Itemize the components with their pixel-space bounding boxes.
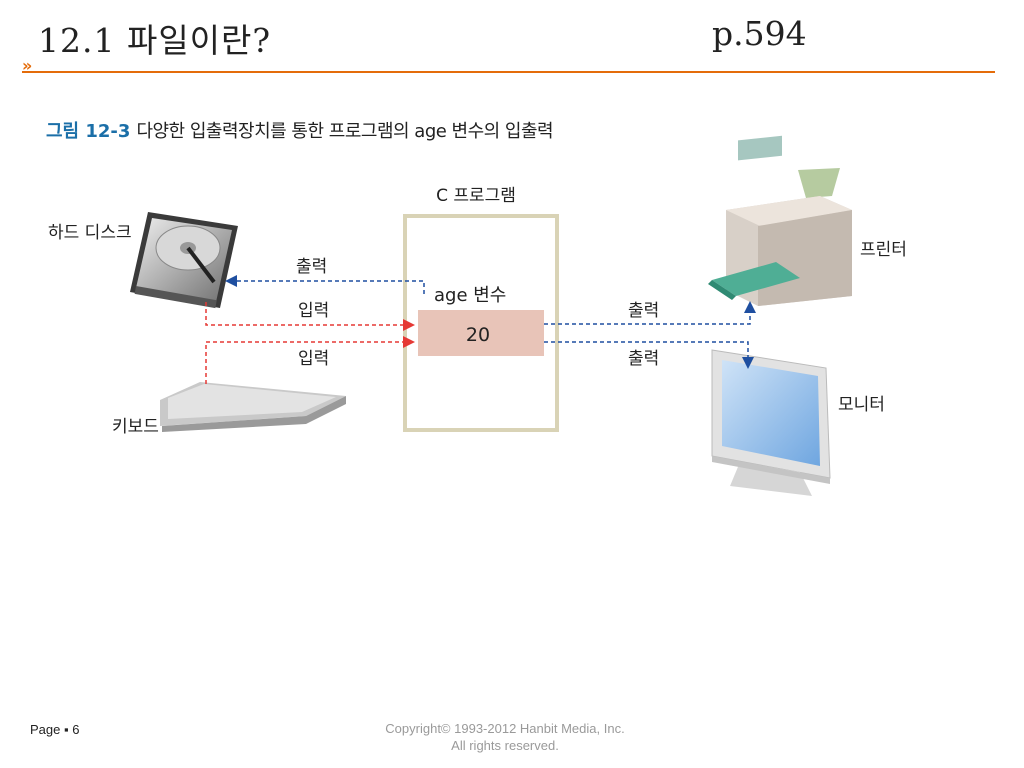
monitor-label: 모니터: [838, 395, 885, 415]
hard-disk-label: 하드 디스크: [48, 223, 132, 243]
variable-label: age 변수: [434, 285, 506, 306]
figure-number: 그림 12-3: [46, 121, 131, 142]
arrow-printer-output: [544, 301, 756, 325]
figure-caption-text: 다양한 입출력장치를 통한 프로그램의 age 변수의 입출력: [136, 121, 554, 142]
title-divider: [22, 71, 995, 73]
keyboard-label: 키보드: [112, 417, 159, 437]
footer-page-number: Page ▪ 6: [30, 722, 80, 737]
monitor-icon: [711, 349, 831, 496]
page-reference: p.594: [712, 14, 807, 53]
program-label: C 프로그램: [436, 186, 516, 206]
printer-label: 프린터: [860, 240, 907, 260]
keyboard-icon: [160, 382, 346, 432]
variable-box: [418, 310, 544, 356]
arrow-monitor-output: [544, 341, 754, 369]
label-printer-output: 출력: [628, 301, 659, 321]
arrow-disk-output: [225, 275, 425, 294]
hard-disk-icon: [130, 212, 238, 309]
arrow-disk-input: [205, 302, 415, 331]
label-disk-input: 입력: [298, 301, 329, 321]
copyright-line-1: Copyright© 1993-2012 Hanbit Media, Inc.: [385, 721, 625, 736]
footer-copyright: Copyright© 1993-2012 Hanbit Media, Inc. …: [340, 720, 670, 754]
label-keyboard-input: 입력: [298, 349, 329, 369]
label-monitor-output: 출력: [628, 349, 659, 369]
printer-icon: [708, 135, 852, 306]
arrow-keyboard-input: [205, 336, 415, 384]
copyright-line-2: All rights reserved.: [451, 738, 559, 753]
variable-value: 20: [466, 324, 490, 346]
bullet-marker: »: [22, 56, 33, 75]
label-disk-output: 출력: [296, 257, 327, 277]
slide-title: 12.1 파일이란?: [38, 21, 272, 60]
